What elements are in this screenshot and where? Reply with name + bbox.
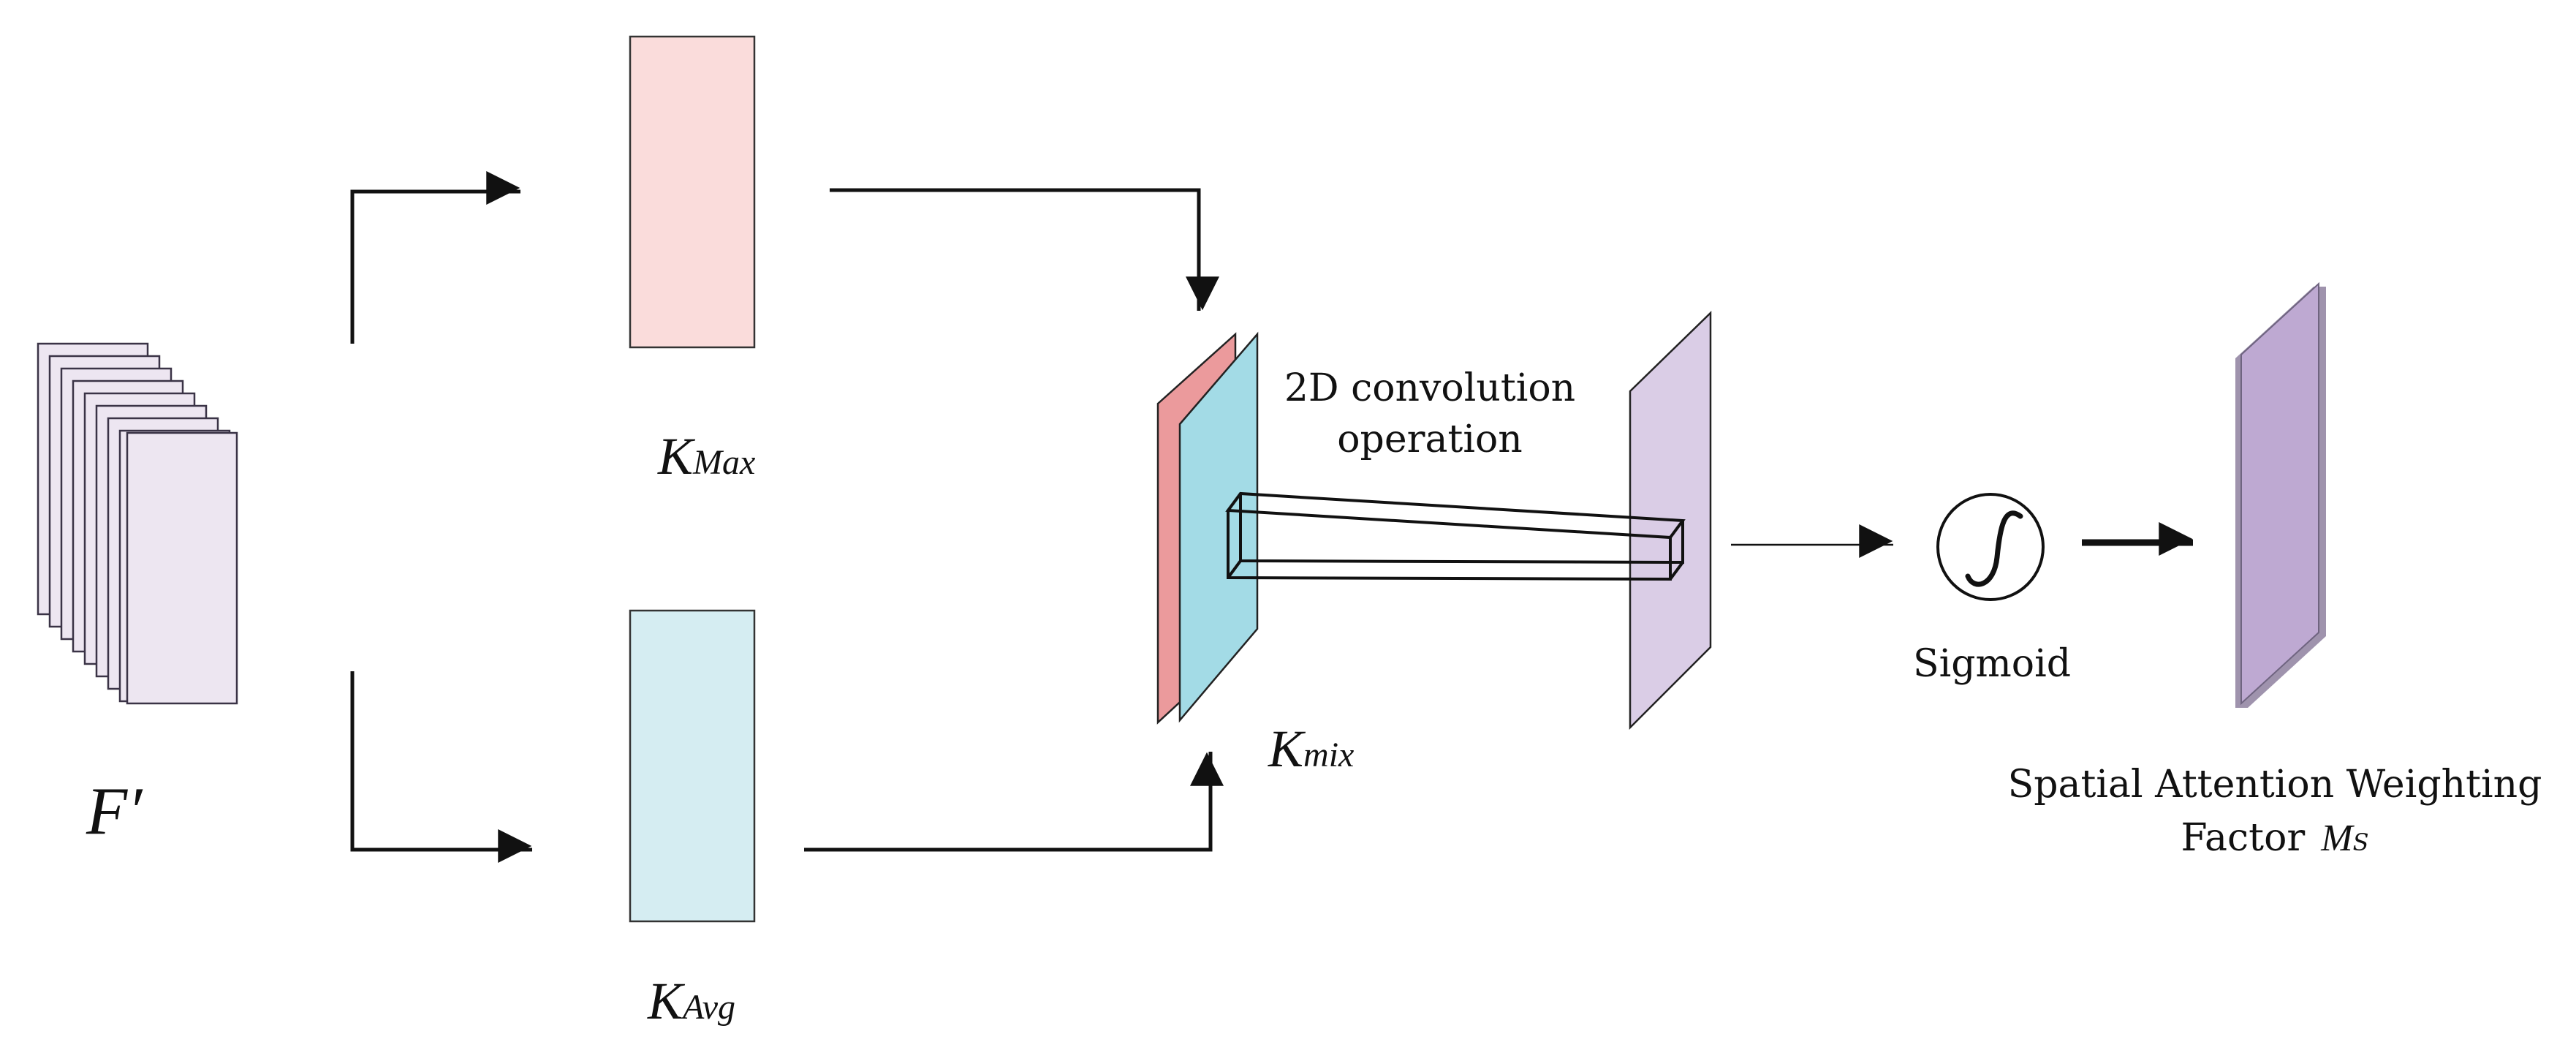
arrow-to-avg-pool	[350, 671, 532, 863]
avg-pool-label: KAvg	[647, 972, 735, 1030]
sigmoid-label: Sigmoid	[1913, 642, 2071, 686]
arrow-avg-to-mix	[804, 752, 1224, 852]
attention-map	[2235, 282, 2326, 708]
max-pool-label: KMax	[657, 427, 755, 486]
avg-pool-map	[629, 609, 756, 923]
mix-map-avg-plane	[1178, 331, 1259, 723]
sigmoid-icon	[1936, 493, 2045, 601]
input-label: F′	[86, 774, 143, 848]
conv-operation-label-line1: 2D convolution	[1284, 366, 1575, 410]
feature-map-layer	[126, 431, 238, 705]
mix-map-label: Kmix	[1268, 720, 1354, 778]
max-pool-map	[629, 35, 756, 349]
output-label-line1: Spatial Attention Weighting	[2008, 763, 2542, 807]
arrow-max-to-mix	[830, 188, 1219, 311]
input-feature-stack	[37, 342, 238, 705]
arrow-to-max-pool	[350, 171, 520, 344]
conv-kernel-projection	[1225, 491, 1686, 581]
conv-operation-label-line2: operation	[1337, 418, 1523, 461]
